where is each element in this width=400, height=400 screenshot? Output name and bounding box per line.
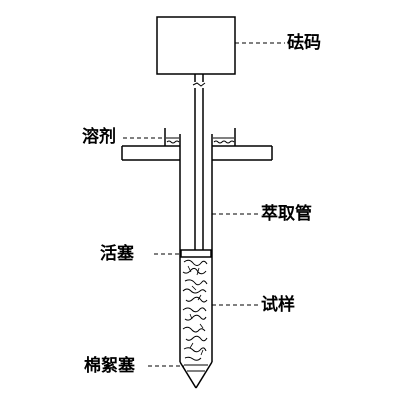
weight-block (156, 16, 236, 75)
solvent-liquid (166, 137, 235, 144)
label-piston: 活塞 (100, 244, 134, 264)
label-sample: 试样 (261, 295, 295, 315)
tip-left (179, 361, 197, 389)
label-cotton-plug: 棉絮塞 (84, 356, 135, 376)
piston (180, 249, 212, 258)
rod-break-mark (192, 82, 206, 87)
sample-fill (182, 259, 208, 361)
label-weight: 砝码 (287, 33, 321, 53)
label-extraction-tube: 萃取管 (261, 204, 312, 224)
label-solvent: 溶剂 (82, 127, 116, 147)
tip-right (195, 361, 213, 389)
